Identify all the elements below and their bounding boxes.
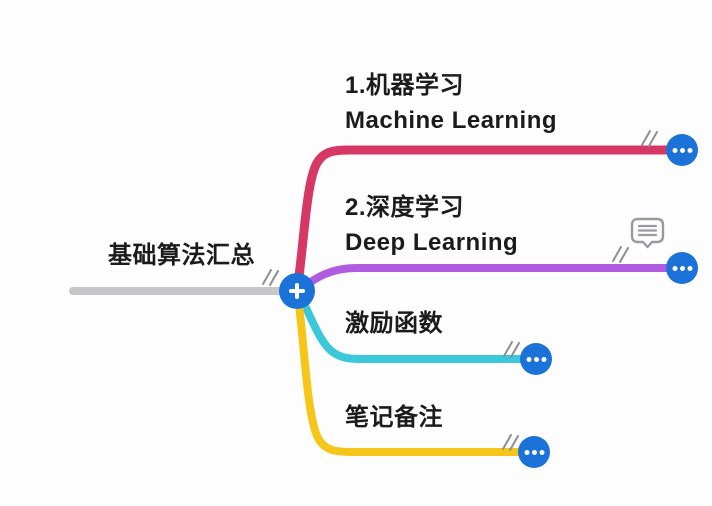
branch-subtitle: Deep Learning bbox=[345, 229, 519, 256]
add-node-button[interactable] bbox=[279, 273, 315, 309]
branch-node-activation[interactable]: 激励函数 bbox=[345, 306, 443, 341]
more-button-machine-learning[interactable] bbox=[666, 134, 698, 166]
more-button-activation[interactable] bbox=[520, 343, 552, 375]
ellipsis-icon bbox=[533, 356, 539, 362]
ellipsis-icon bbox=[531, 449, 537, 455]
plus-icon bbox=[287, 281, 307, 301]
branch-node-deep-learning[interactable]: 2.深度学习 Deep Learning bbox=[345, 190, 518, 260]
ellipsis-icon bbox=[679, 265, 685, 271]
root-node-label[interactable]: 基础算法汇总 bbox=[108, 242, 255, 269]
branch-title: 激励函数 bbox=[345, 310, 443, 337]
branch-line-machine-learning bbox=[292, 145, 673, 296]
ellipsis-icon bbox=[679, 147, 685, 153]
branch-subtitle: Machine Learning bbox=[345, 107, 558, 134]
branch-line-notes bbox=[293, 287, 526, 456]
branch-line-deep-learning bbox=[293, 264, 672, 295]
branch-title: 1.机器学习 bbox=[345, 72, 465, 99]
branch-title: 笔记备注 bbox=[345, 404, 443, 431]
branch-line-activation bbox=[293, 287, 528, 363]
more-button-deep-learning[interactable] bbox=[666, 252, 698, 284]
branch-title: 2.深度学习 bbox=[345, 194, 465, 221]
branch-node-notes[interactable]: 笔记备注 bbox=[345, 400, 443, 435]
comment-icon[interactable] bbox=[630, 217, 666, 250]
branch-node-machine-learning[interactable]: 1.机器学习 Machine Learning bbox=[345, 68, 557, 138]
more-button-notes[interactable] bbox=[518, 436, 550, 468]
drag-handle-icon bbox=[262, 130, 658, 451]
